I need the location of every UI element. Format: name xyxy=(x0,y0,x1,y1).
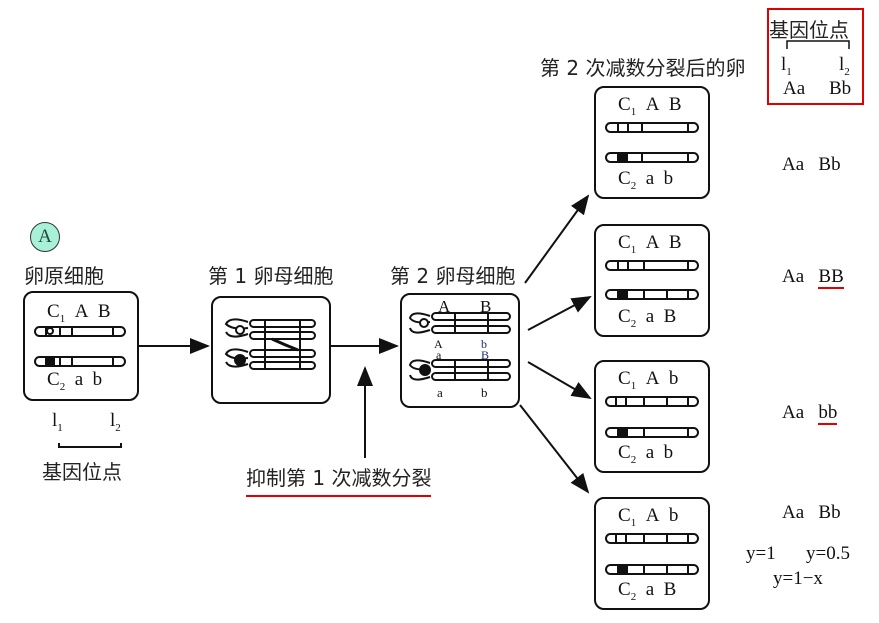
legend-l2: l2 xyxy=(839,54,850,78)
highlighted-genotype: bb xyxy=(818,402,838,425)
formula-y05: y=0.5 xyxy=(806,543,850,564)
highlighted-genotype: BB xyxy=(818,266,844,289)
label-loci: 基因位点 xyxy=(42,460,122,484)
chromosome-label-c2: C2 a b xyxy=(618,168,674,192)
label-oogonium: 卵原细胞 xyxy=(24,264,104,288)
arrow-to-egg-1 xyxy=(524,194,590,284)
genotype-egg-4: Aa Bb xyxy=(782,502,841,523)
gene-label: a xyxy=(436,348,442,362)
badge-a: A xyxy=(30,222,60,252)
genotype-egg-1: Aa Bb xyxy=(782,154,841,175)
chromosome-label-c1: C1 A B xyxy=(47,301,111,325)
locus-l2: l2 xyxy=(110,410,121,434)
formula-y1: y=1 xyxy=(746,543,776,564)
egg-cell-1: C1 A B C2 a b xyxy=(594,86,710,199)
gene-label: a xyxy=(437,385,443,400)
oogonium-cell: C1 A B C2 a b xyxy=(23,291,139,401)
label-eggs-title: 第 2 次减数分裂后的卵 xyxy=(540,56,746,80)
legend-l1: l1 xyxy=(781,54,792,78)
chromosome-label-c2: C2 a b xyxy=(618,442,674,466)
gene-label: b xyxy=(481,385,488,400)
locus-l1: l1 xyxy=(52,410,63,434)
egg-chromosomes xyxy=(605,122,699,575)
label-secondary-oocyte: 第 2 卵母细胞 xyxy=(390,264,516,288)
genotype-egg-3: Aa bb xyxy=(782,402,838,425)
egg-cell-3: C1 A b C2 a b xyxy=(594,360,710,473)
chromosome-label-c1: C1 A B xyxy=(618,232,682,256)
egg-cell-2: C1 A B C2 a B xyxy=(594,224,710,337)
formula-y1-x: y=1−x xyxy=(773,568,823,589)
chromosome-label-c2: C2 a B xyxy=(618,306,677,330)
chromosome-label-c1: C1 A b xyxy=(618,505,679,529)
chromosome-label-c2: C2 a B xyxy=(618,579,677,603)
genotype-egg-2: Aa BB xyxy=(782,266,844,289)
loci-legend-box: 基因位点 l1 l2 Aa Bb xyxy=(767,8,864,105)
legend-bracket xyxy=(786,40,850,49)
gene-label: B xyxy=(481,348,490,362)
arrow-to-egg-2 xyxy=(527,296,592,331)
legend-title: 基因位点 xyxy=(769,18,849,42)
legend-g2: Bb xyxy=(829,78,852,99)
gene-label: B xyxy=(480,297,492,316)
arrow-to-egg-4 xyxy=(519,404,590,494)
chromosome-label-c1: C1 A B xyxy=(618,94,682,118)
legend-g1: Aa xyxy=(783,78,806,99)
chromosome-label-c2: C2 a b xyxy=(47,369,103,393)
loci-bracket xyxy=(58,443,122,448)
gene-label: b xyxy=(481,337,487,351)
gene-label: A xyxy=(434,337,443,351)
inhibit-label: 抑制第 1 次减数分裂 xyxy=(246,462,432,497)
arrow-to-egg-3 xyxy=(527,361,592,400)
gene-label: A xyxy=(438,297,451,316)
egg-cell-4: C1 A b C2 a B xyxy=(594,497,710,610)
chromosome-label-c1: C1 A b xyxy=(618,368,679,392)
label-primary-oocyte: 第 1 卵母细胞 xyxy=(208,264,334,288)
